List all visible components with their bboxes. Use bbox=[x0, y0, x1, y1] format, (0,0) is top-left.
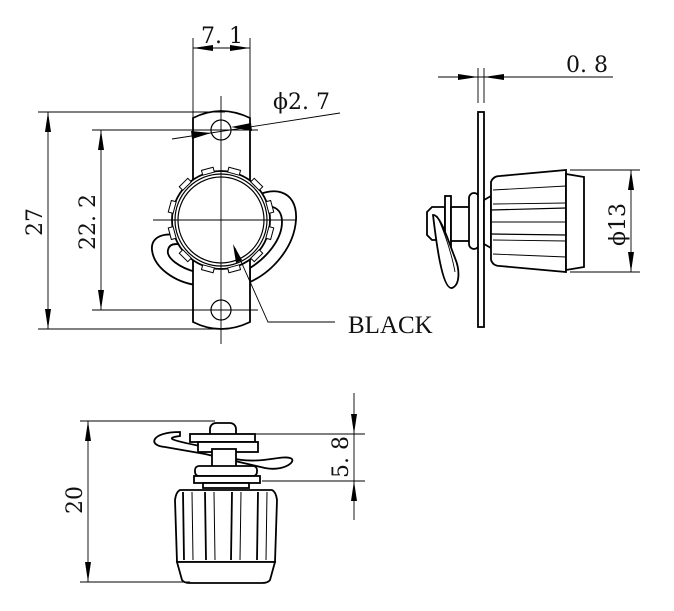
knob-rib bbox=[182, 491, 185, 561]
knob-tooth bbox=[167, 199, 177, 214]
dim-knob-diameter: ϕ13 bbox=[606, 203, 631, 246]
knob-tooth bbox=[249, 248, 264, 263]
knob-tooth bbox=[178, 248, 193, 263]
color-note: BLACK bbox=[348, 312, 433, 339]
knob-ribs bbox=[182, 491, 268, 561]
side-knob bbox=[490, 169, 567, 273]
bottom-view: 20 5. 8 bbox=[63, 393, 365, 584]
knob-tooth bbox=[249, 177, 264, 192]
dim-overall-height: 27 bbox=[23, 208, 48, 236]
knob-tooth bbox=[200, 166, 215, 176]
bottom-knob bbox=[174, 489, 278, 563]
knob-tooth bbox=[167, 226, 177, 241]
knob-rib bbox=[265, 491, 268, 561]
knob-rib bbox=[230, 491, 233, 561]
knob-tooth bbox=[227, 166, 242, 176]
dim-clip-height: 5. 8 bbox=[329, 436, 354, 478]
knob-tooth bbox=[200, 264, 215, 274]
dim-hole-spacing: 22. 2 bbox=[76, 194, 101, 250]
dim-plate-thickness: 0. 8 bbox=[566, 53, 608, 78]
knob-tooth bbox=[227, 264, 242, 274]
knob-tooth bbox=[265, 199, 275, 214]
front-view: 7. 1 ϕ2. 7 27 22. 2 BLACK bbox=[23, 24, 433, 344]
dim-hole-diameter: ϕ2. 7 bbox=[273, 90, 330, 115]
knob-rib bbox=[213, 491, 216, 561]
side-view: 0. 8 ϕ13 bbox=[426, 53, 640, 328]
knob-rib bbox=[191, 491, 194, 561]
knob-tooth bbox=[178, 177, 193, 192]
knob-teeth bbox=[167, 166, 275, 274]
knob-rib bbox=[204, 491, 207, 561]
dim-bottom-height: 20 bbox=[63, 486, 88, 514]
knob-rib bbox=[239, 491, 242, 561]
knob-rib bbox=[256, 491, 259, 561]
knob-tooth bbox=[265, 226, 275, 241]
dim-width: 7. 1 bbox=[201, 24, 243, 49]
